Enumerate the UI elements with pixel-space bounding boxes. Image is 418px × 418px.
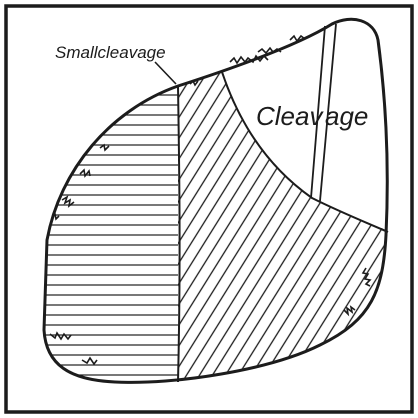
cleavage-label-right: age <box>325 101 368 131</box>
cleavage-label-left: Cleav <box>256 101 324 131</box>
small-cleavage-leader <box>155 62 176 84</box>
small-cleavage-face <box>30 86 178 382</box>
small-cleavage-label: Smallcleavage <box>55 43 166 62</box>
